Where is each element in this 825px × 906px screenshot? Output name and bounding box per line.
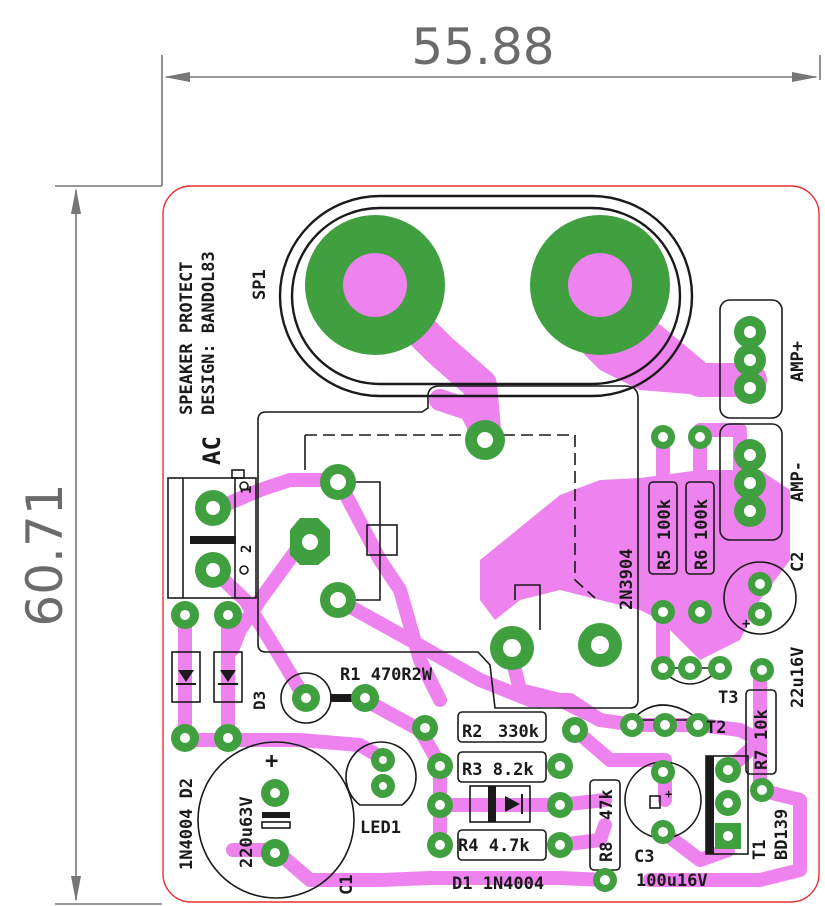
label-c3-value: 100u16V	[636, 871, 708, 891]
label-t1-value: BD139	[772, 809, 792, 860]
label-c1: C1	[337, 875, 357, 895]
label-c2-value: 22u16V	[788, 647, 808, 708]
label-amp-plus: AMP+	[788, 341, 808, 382]
label-r4: R4 4.7k	[458, 836, 530, 856]
board-title: SPEAKER PROTECT	[177, 261, 197, 415]
silkscreen-text: SPEAKER PROTECT DESIGN: BANDOL83 SP1 AC …	[177, 251, 808, 895]
dimension-height: 60.71	[16, 185, 162, 905]
label-r2-value: 330k	[498, 722, 539, 742]
label-c1-plus: +	[265, 749, 278, 774]
label-r2: R2	[462, 722, 482, 742]
width-label: 55.88	[411, 18, 554, 76]
label-r3: R3 8.2k	[462, 760, 534, 780]
label-t1: T1	[750, 840, 770, 860]
board-designer: DESIGN: BANDOL83	[199, 251, 219, 415]
label-r6-value: 100k	[692, 499, 712, 540]
label-t2: T2	[706, 718, 726, 738]
label-c2-plus: +	[742, 616, 750, 632]
dimension-width: 55.88	[161, 18, 821, 186]
label-d1: D1 1N4004	[452, 874, 544, 894]
label-c2: C2	[788, 552, 808, 572]
label-c3: C3	[634, 847, 654, 867]
label-r6: R6	[692, 550, 712, 570]
board-outline	[162, 185, 820, 903]
label-ac-pin1: 1	[239, 486, 255, 494]
label-c1-value: 220u63V	[237, 796, 257, 868]
label-amp-minus: AMP-	[788, 461, 808, 502]
label-r1: R1 470R2W	[340, 665, 433, 685]
label-r7-value: 10k	[752, 709, 772, 740]
label-sp1: SP1	[250, 269, 270, 300]
label-r5: R5	[655, 550, 675, 570]
label-ac: AC	[198, 436, 226, 465]
label-d2: 1N4004 D2	[177, 778, 197, 870]
label-ac-pin2: 2	[239, 545, 255, 553]
label-t3: T3	[718, 688, 738, 708]
height-label: 60.71	[16, 483, 74, 626]
label-r8: R8	[597, 842, 617, 862]
label-r8-value: 47k	[597, 789, 617, 820]
silkscreen	[167, 194, 797, 899]
label-c3-plus: +	[665, 787, 672, 801]
label-r5-value: 100k	[655, 499, 675, 540]
pads	[171, 215, 774, 892]
label-led1: LED1	[360, 818, 401, 838]
label-r7: R7	[752, 750, 772, 770]
label-d3: D3	[250, 691, 269, 710]
label-2n3904: 2N3904	[617, 549, 637, 610]
